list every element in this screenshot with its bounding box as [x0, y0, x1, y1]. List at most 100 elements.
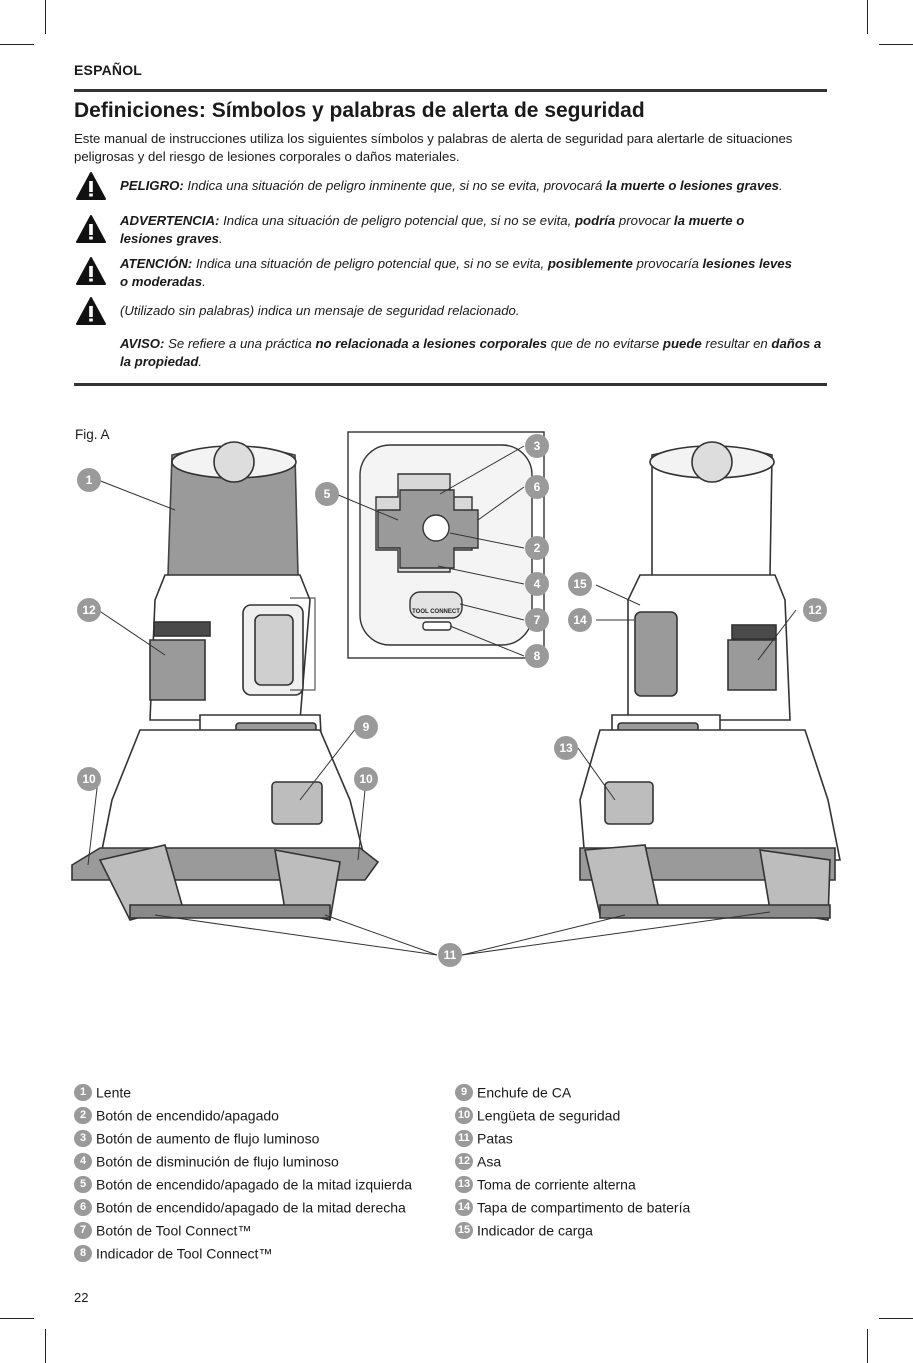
alert-emphasis: no relacionada a lesiones corporales [315, 336, 548, 351]
legend-number: 6 [74, 1198, 92, 1216]
crop-mark [867, 1329, 868, 1363]
page-number: 22 [74, 1290, 89, 1305]
crop-mark [0, 1318, 34, 1319]
callout-4: 4 [525, 572, 549, 596]
callout-14: 14 [568, 608, 592, 632]
alert-advertencia: ADVERTENCIA: Indica una situación de pel… [120, 212, 760, 248]
alert-emphasis: la muerte o lesiones graves [606, 178, 779, 193]
alert-text: Indica una situación de peligro potencia… [219, 213, 575, 228]
legend-number: 15 [455, 1221, 473, 1239]
callout-number: 1 [86, 473, 93, 487]
legend-label: Indicador de Tool Connect™ [96, 1245, 273, 1262]
callout-11: 11 [438, 943, 462, 967]
alert-aviso: AVISO: Se refiere a una práctica no rela… [120, 335, 825, 371]
left-light-unit [71, 441, 380, 921]
divider [74, 89, 827, 92]
alert-word: ADVERTENCIA: [120, 213, 220, 228]
callout-number: 11 [444, 948, 457, 962]
crop-mark [0, 44, 34, 45]
control-panel-inset: TOOL CONNECT [290, 431, 545, 691]
alert-text: resultar en [701, 336, 772, 351]
legend-number: 12 [455, 1152, 473, 1170]
callout-number: 15 [573, 577, 587, 591]
callout-number: 13 [559, 741, 573, 755]
callout-6: 6 [525, 475, 549, 499]
leader-lines [87, 445, 797, 956]
alert-simbolo: (Utilizado sin palabras) indica un mensa… [120, 302, 825, 320]
callout-13: 13 [554, 736, 578, 760]
legend-label: Patas [477, 1130, 513, 1147]
alert-atencion: ATENCIÓN: Indica una situación de peligr… [120, 255, 800, 291]
legend-number: 8 [74, 1244, 92, 1262]
legend-number: 1 [74, 1083, 92, 1101]
legend-label: Toma de corriente alterna [477, 1176, 636, 1193]
legend-number: 2 [74, 1106, 92, 1124]
legend-label: Botón de encendido/apagado de la mitad i… [96, 1176, 413, 1193]
callout-number: 10 [82, 772, 96, 786]
callout-number: 2 [534, 541, 541, 555]
callout-3: 3 [525, 434, 549, 458]
alert-text: . [218, 231, 223, 246]
alert-emphasis: la muerte o lesiones graves [120, 213, 745, 246]
legend-label: Botón de aumento de flujo luminoso [96, 1130, 320, 1147]
warning-triangle-icon [76, 172, 106, 200]
alert-text: (Utilizado sin palabras) indica un mensa… [120, 303, 520, 318]
callout-8: 8 [525, 644, 549, 668]
warning-triangle-icon [76, 257, 106, 285]
crop-mark [45, 1329, 46, 1363]
legend-number: 7 [74, 1221, 92, 1239]
callout-number: 6 [534, 480, 541, 494]
warning-triangle-icon [76, 297, 106, 325]
alert-text: que de no evitarse [547, 336, 663, 351]
alert-word: ATENCIÓN: [120, 256, 193, 271]
alert-text: Indica una situación de peligro potencia… [192, 256, 548, 271]
tool-connect-text: TOOL CONNECT [412, 609, 460, 615]
alert-text: provocaría [632, 256, 703, 271]
alert-emphasis: puede [662, 336, 702, 351]
callout-10: 10 [354, 767, 378, 791]
callout-12: 12 [77, 598, 101, 622]
alert-text: . [202, 274, 206, 289]
alert-word: AVISO: [120, 336, 165, 351]
legend-label: Lente [96, 1084, 132, 1101]
callout-number: 12 [808, 603, 822, 617]
alert-emphasis: posiblemente [547, 256, 633, 271]
callout-number: 5 [324, 487, 331, 501]
brand-logo: DEWALT [247, 728, 307, 744]
crop-mark [879, 1318, 913, 1319]
legend-number: 5 [74, 1175, 92, 1193]
legend-label: Enchufe de CA [477, 1084, 572, 1101]
alert-peligro: PELIGRO: Indica una situación de peligro… [120, 177, 825, 195]
legend-label: Botón de encendido/apagado [96, 1107, 279, 1124]
legend-number: 10 [455, 1106, 473, 1124]
alert-emphasis: podría [574, 213, 616, 228]
legend-label: Botón de Tool Connect™ [96, 1222, 252, 1239]
right-light-unit [579, 441, 841, 921]
crop-mark [879, 44, 913, 45]
legend-label: Tapa de compartimento de batería [477, 1199, 691, 1216]
callout-number: 12 [82, 603, 96, 617]
page-title: Definiciones: Símbolos y palabras de ale… [74, 99, 645, 122]
alert-emphasis: daños a la propiedad [120, 336, 822, 369]
callout-number: 14 [573, 613, 587, 627]
alert-text: Indica una situación de peligro inminent… [183, 178, 607, 193]
crop-mark [867, 0, 868, 34]
legend-number: 11 [455, 1129, 473, 1147]
callout-12: 12 [803, 598, 827, 622]
divider [74, 383, 827, 386]
callout-number: 9 [363, 720, 370, 734]
legend-label: Indicador de carga [477, 1222, 593, 1239]
alert-text: provocar [615, 213, 674, 228]
